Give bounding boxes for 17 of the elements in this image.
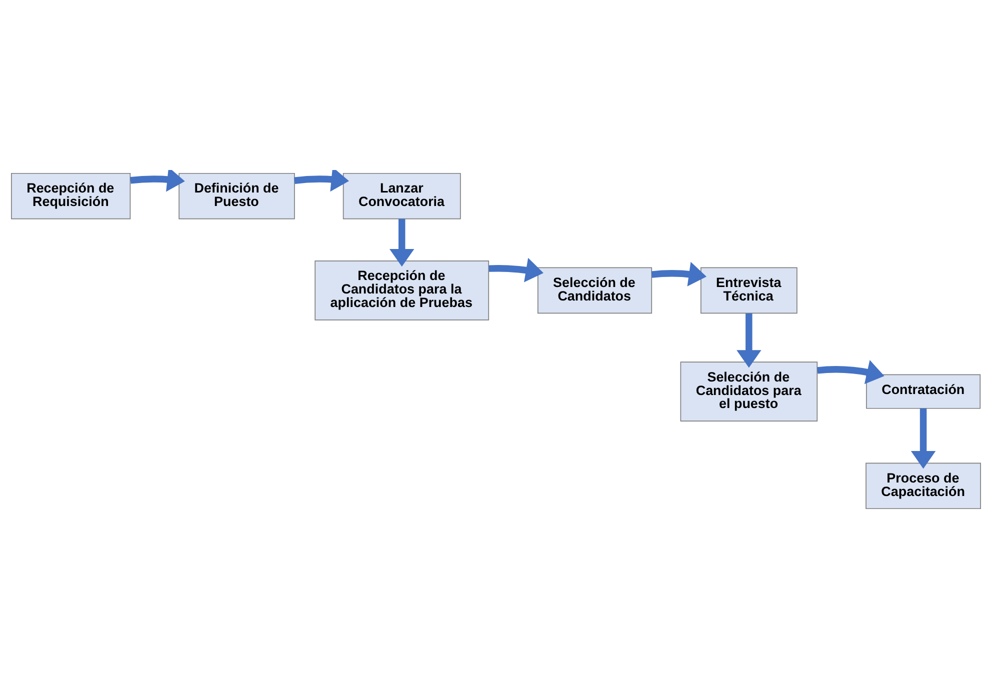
arrow	[651, 262, 706, 286]
node-box: Definición de Puesto	[178, 172, 295, 220]
arrow	[294, 170, 349, 192]
node-box: Proceso de Capacitación	[866, 462, 981, 510]
arrow	[817, 360, 884, 384]
node-box: Lanzar Convocatoria	[342, 172, 461, 220]
arrow	[910, 408, 936, 469]
node-box: Selección de Candidatos para el puesto	[680, 362, 818, 422]
arrow	[736, 313, 762, 368]
arrow	[390, 218, 414, 267]
node-box: Recepción de Requisición	[11, 172, 131, 220]
node-box: Entrevista Técnica	[700, 267, 798, 314]
arrow	[488, 258, 544, 282]
node-box: Contratación	[866, 374, 981, 409]
node-box: Recepción de Candidatos para la aplicación de Pruebas	[314, 260, 490, 320]
node-box: Selección de Candidatos	[538, 267, 652, 314]
arrow	[130, 170, 185, 192]
